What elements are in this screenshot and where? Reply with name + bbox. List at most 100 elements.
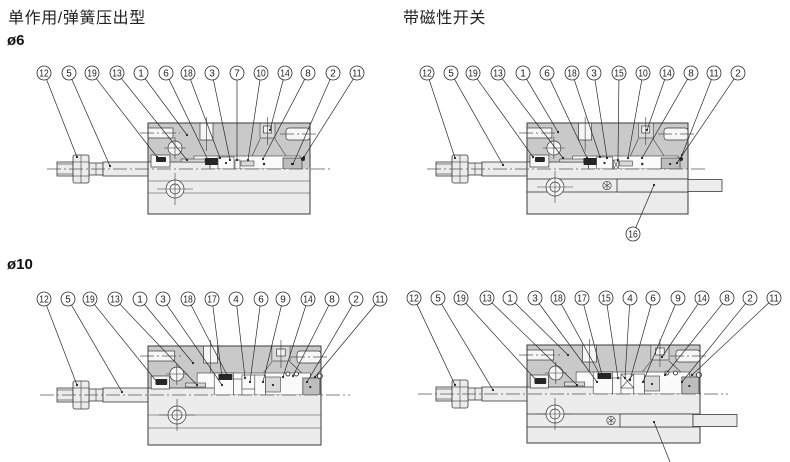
leader-line	[624, 304, 630, 379]
leader-dot	[453, 156, 457, 160]
callout-number: 11	[375, 295, 385, 306]
leader-dot	[191, 361, 195, 365]
callout-number: 15	[601, 294, 611, 305]
callout: 3	[155, 291, 224, 387]
leader-line	[681, 303, 746, 383]
switch-lead-wire	[692, 414, 738, 427]
rod-seal	[534, 157, 545, 162]
callout-number: 4	[233, 295, 239, 306]
callout-circle	[645, 290, 661, 306]
callout: 3	[527, 290, 599, 384]
chamber-edge	[274, 138, 287, 157]
leader-line	[71, 304, 123, 393]
leader-line	[190, 305, 228, 376]
callout-number: 4	[627, 294, 633, 305]
leader-dot	[531, 155, 535, 159]
callout: 11	[690, 290, 782, 377]
reference-dot	[262, 162, 266, 166]
callout-circle	[36, 291, 52, 307]
callout-circle	[229, 65, 245, 81]
callout: 14	[268, 65, 293, 132]
callout: 7	[229, 65, 245, 162]
wear-ring	[619, 160, 633, 167]
callout: 2	[305, 291, 364, 384]
leader-dot	[598, 155, 602, 159]
callout-number: 12	[39, 69, 49, 80]
callout-number: 1	[507, 294, 513, 305]
callout-circle	[539, 65, 555, 81]
leader-dot	[291, 374, 295, 378]
leader-dot	[120, 390, 124, 394]
callout-circle	[706, 65, 722, 81]
callout-circle	[348, 291, 364, 307]
callout-circle	[349, 65, 365, 81]
callout: 18	[550, 290, 602, 377]
callout-number: 10	[256, 69, 266, 80]
leader-dot	[561, 156, 565, 160]
leader-dot	[600, 373, 604, 377]
leader-dot	[616, 376, 620, 380]
callout-circle	[180, 65, 196, 81]
callout-circle	[479, 290, 495, 306]
leader-dot	[302, 155, 306, 159]
leader-line	[282, 305, 307, 378]
callout-circle	[300, 65, 316, 81]
leader-line	[526, 78, 559, 133]
callout: 9	[261, 291, 291, 384]
leader-line	[476, 78, 534, 158]
rod-seal	[155, 379, 168, 385]
callout-circle	[564, 65, 580, 81]
auto-switch	[606, 413, 738, 428]
leader-dot	[680, 380, 684, 384]
piston-packing	[241, 374, 256, 390]
chamber-edge	[251, 138, 261, 157]
callout-number: 5	[448, 69, 454, 80]
leader-dot	[645, 128, 649, 132]
leader-dot	[663, 373, 667, 377]
chamber-edge	[642, 360, 652, 373]
callout-number: 16	[628, 230, 638, 241]
callout-number: 7	[234, 69, 240, 80]
leader-dot	[675, 161, 679, 165]
leader-dot	[195, 383, 199, 387]
callout: 16	[625, 183, 656, 242]
cylinder-phi6-single-acting	[47, 117, 330, 215]
callout-number: 1	[520, 69, 526, 80]
leader-line	[190, 79, 221, 159]
callout-number: 6	[650, 294, 656, 305]
leader-dot	[220, 375, 224, 379]
leader-dot	[281, 375, 285, 379]
leader-dot	[566, 353, 570, 357]
callout-circle	[158, 65, 174, 81]
callout-circle	[586, 65, 602, 81]
rod-seal	[534, 378, 547, 384]
callout-circle	[465, 65, 481, 81]
leader-dot	[660, 355, 664, 359]
callout: 13	[490, 65, 565, 160]
callout-circle	[766, 290, 782, 306]
leader-line	[661, 303, 699, 358]
leader-line	[166, 304, 223, 386]
callout-number: 18	[553, 294, 563, 305]
callout-number: 5	[435, 294, 441, 305]
leader-line	[306, 304, 353, 383]
leader-dot	[626, 156, 630, 160]
callout-number: 5	[66, 69, 72, 80]
callout-circle	[622, 290, 638, 306]
leader-line	[583, 304, 603, 376]
leader-line	[303, 78, 354, 158]
leader-line	[247, 79, 261, 161]
callout: 15	[611, 65, 627, 162]
callout-circle	[625, 226, 641, 242]
switch-body	[616, 178, 689, 193]
callout-circle	[683, 65, 699, 81]
leader-dot	[246, 158, 250, 162]
magnet-mark	[613, 159, 619, 170]
callout-number: 19	[87, 69, 97, 80]
callout: 19	[465, 65, 535, 159]
callout: 6	[628, 290, 661, 382]
callout-number: 19	[85, 295, 95, 306]
callout-number: 9	[280, 295, 286, 306]
